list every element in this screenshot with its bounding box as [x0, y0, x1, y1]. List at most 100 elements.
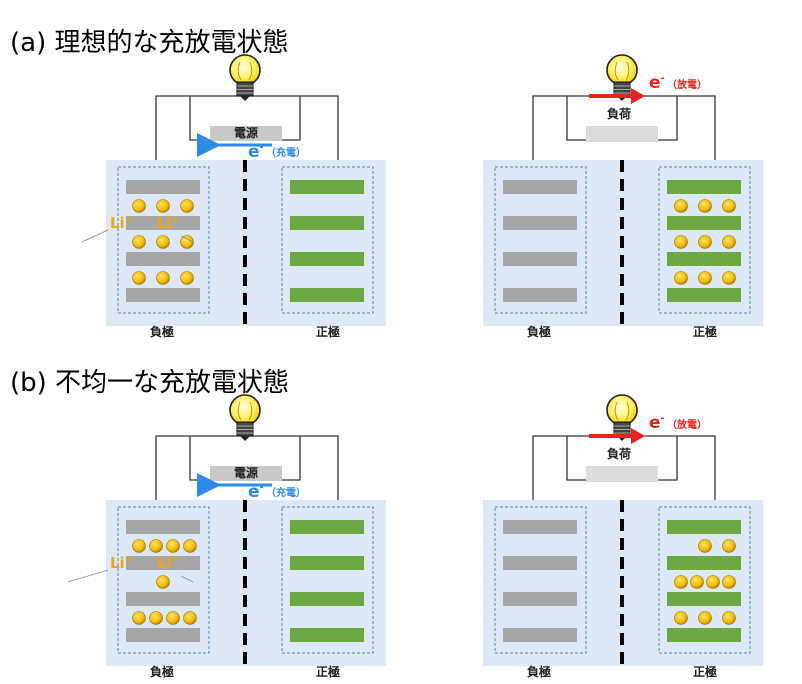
- negative-plate: [503, 520, 577, 534]
- lithium-ion: [156, 235, 170, 249]
- load-box: [586, 466, 658, 482]
- negative-electrode-label: 負極: [527, 324, 551, 339]
- lithium-ion: [149, 539, 163, 553]
- discharge-label: （放電）: [667, 78, 707, 91]
- negative-plate: [503, 628, 577, 642]
- positive-plate: [290, 180, 364, 194]
- positive-plate: [290, 288, 364, 302]
- positive-plate: [290, 628, 364, 642]
- negative-electrode-label: 負極: [150, 324, 174, 339]
- load-box: [586, 126, 658, 142]
- negative-plate: [503, 288, 577, 302]
- positive-plate: [667, 180, 741, 194]
- negative-plate: [126, 592, 200, 606]
- positive-plate: [667, 288, 741, 302]
- negative-plate: [503, 216, 577, 230]
- lithium-ion: [180, 235, 194, 249]
- section-a-title: (a) 理想的な充放電状態: [10, 28, 289, 58]
- lithium-ion: [722, 199, 736, 213]
- section-b-title: (b) 不均一な充放電状態: [10, 368, 290, 398]
- lithium-ion: [674, 271, 688, 285]
- negative-electrode-box: [117, 166, 210, 314]
- discharge-arrow-head: [631, 88, 645, 104]
- lithium-ion: [674, 235, 688, 249]
- lithium-ion: [722, 575, 736, 589]
- lithium-ion: [132, 611, 146, 625]
- positive-electrode-label: 正極: [693, 664, 717, 679]
- lithium-ion: [722, 235, 736, 249]
- negative-electrode-label: 負極: [150, 664, 174, 679]
- positive-electrode-label: 正極: [693, 324, 717, 339]
- light-bulb-icon: [606, 54, 638, 101]
- positive-electrode-label: 正極: [316, 324, 340, 339]
- lithium-ion: [722, 271, 736, 285]
- lithium-ion: [156, 575, 170, 589]
- positive-plate: [667, 628, 741, 642]
- positive-plate: [667, 592, 741, 606]
- lithium-ion: [698, 271, 712, 285]
- positive-electrode-box: [281, 506, 374, 654]
- electron-label: e-: [649, 73, 665, 93]
- lithium-ion: [132, 235, 146, 249]
- negative-electrode-box: [494, 166, 587, 314]
- lithium-ion: [166, 539, 180, 553]
- lithium-ion: [180, 271, 194, 285]
- charge-panel: 負極正極Li+電源e-（充電）: [81, 54, 386, 339]
- power-source-label: 電源: [234, 465, 258, 480]
- negative-plate: [503, 556, 577, 570]
- lithium-ion: [183, 611, 197, 625]
- positive-plate: [290, 556, 364, 570]
- lithium-ion: [132, 271, 146, 285]
- power-source-label: 電源: [234, 125, 258, 140]
- lithium-ion-leader: [180, 235, 194, 243]
- electron-label: e-: [248, 142, 264, 162]
- positive-plate: [290, 216, 364, 230]
- lithium-ion: [156, 199, 170, 213]
- lithium-ion: [698, 199, 712, 213]
- light-bulb-icon: [229, 394, 261, 441]
- lithium-ion: [674, 199, 688, 213]
- positive-electrode-label: 正極: [316, 664, 340, 679]
- lithium-ion: [149, 611, 163, 625]
- negative-plate: [126, 556, 200, 570]
- lithium-ion: [690, 575, 704, 589]
- charge-label: （充電）: [266, 146, 306, 159]
- positive-plate: [667, 520, 741, 534]
- light-bulb-icon: [229, 54, 261, 101]
- negative-electrode-box: [117, 506, 210, 654]
- discharge-panel: 負極正極Li+e-（放電）負荷: [157, 394, 763, 679]
- negative-plate: [126, 216, 200, 230]
- load-label: 負荷: [607, 106, 631, 121]
- positive-electrode-box: [658, 166, 751, 314]
- positive-electrode-box: [281, 166, 374, 314]
- positive-plate: [290, 592, 364, 606]
- load-label: 負荷: [607, 446, 631, 461]
- negative-electrode-box: [494, 506, 587, 654]
- negative-plate: [126, 180, 200, 194]
- lithium-ion: [722, 539, 736, 553]
- negative-plate: [126, 520, 200, 534]
- lithium-ion: [698, 611, 712, 625]
- positive-electrode-box: [658, 506, 751, 654]
- lithium-ion-leader: [180, 575, 194, 583]
- electron-label: e-: [649, 413, 665, 433]
- charge-label: （充電）: [266, 486, 306, 499]
- power-source: [210, 466, 282, 481]
- lithium-ion: [722, 611, 736, 625]
- discharge-label: （放電）: [667, 418, 707, 431]
- negative-plate: [503, 180, 577, 194]
- lithium-ion: [166, 611, 180, 625]
- discharge-arrow-head: [631, 428, 645, 444]
- lithium-ion: [180, 199, 194, 213]
- negative-plate: [503, 592, 577, 606]
- lithium-ion-leader: [81, 229, 109, 243]
- positive-plate: [290, 252, 364, 266]
- lithium-ion: [698, 539, 712, 553]
- negative-plate: [126, 628, 200, 642]
- electron-label: e-: [248, 482, 264, 502]
- lithium-ion: [132, 199, 146, 213]
- positive-plate: [667, 556, 741, 570]
- negative-electrode-label: 負極: [527, 664, 551, 679]
- lithium-ion: [674, 575, 688, 589]
